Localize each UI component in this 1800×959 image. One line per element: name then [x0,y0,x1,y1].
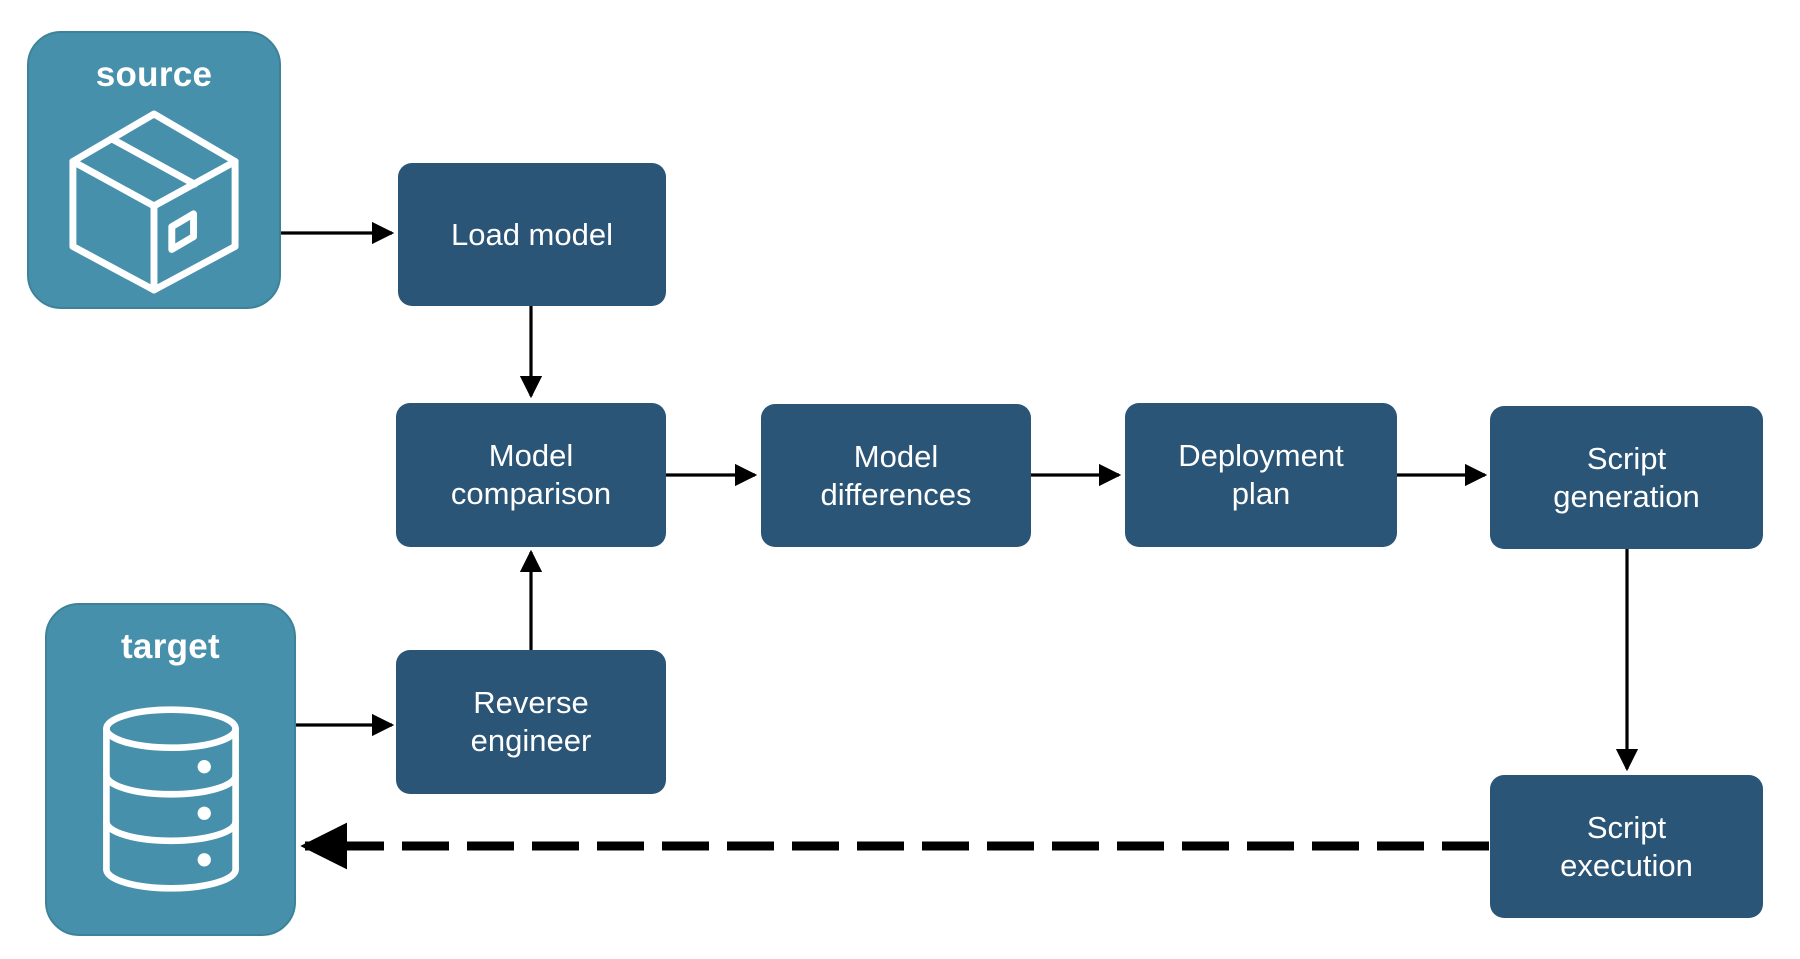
node-load-model-label: Load model [450,216,613,252]
endpoint-target[interactable]: target [45,603,296,936]
node-model-comparison-label: Model comparison [450,438,612,511]
endpoint-target-label: target [120,627,221,666]
node-model-differences-label: Model differences [820,438,972,512]
node-deployment-plan[interactable]: Deployment plan [1125,403,1397,547]
node-model-comparison[interactable]: Model comparison [396,403,666,547]
node-reverse-engineer[interactable]: Reverse engineer [396,650,666,794]
node-script-execution-label: Script execution [1560,809,1693,883]
package-box-icon [29,92,279,307]
node-script-generation-label: Script generation [1553,440,1700,514]
node-script-execution[interactable]: Script execution [1490,775,1763,918]
endpoint-source-label: source [95,55,213,94]
node-reverse-engineer-label: Reverse engineer [470,685,592,758]
node-model-differences[interactable]: Model differences [761,404,1031,547]
node-load-model[interactable]: Load model [398,163,666,306]
database-cylinder-icon [47,664,294,934]
node-script-generation[interactable]: Script generation [1490,406,1763,549]
endpoint-source[interactable]: source [27,31,281,309]
node-deployment-plan-label: Deployment plan [1178,438,1344,511]
